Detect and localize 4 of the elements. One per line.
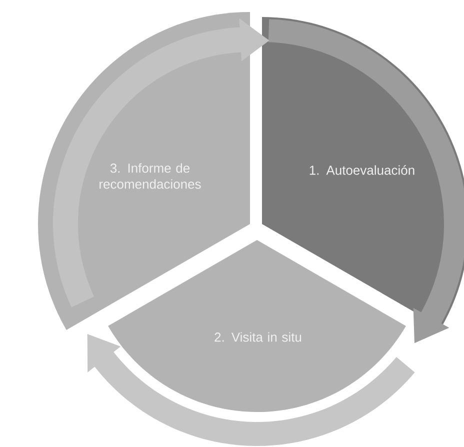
pie-segment: 2. Visita in situ	[108, 240, 406, 412]
circular-arrow	[53, 18, 270, 308]
node-label: 3. Informe de recomendaciones	[100, 163, 201, 189]
circular-arrow	[87, 334, 415, 446]
